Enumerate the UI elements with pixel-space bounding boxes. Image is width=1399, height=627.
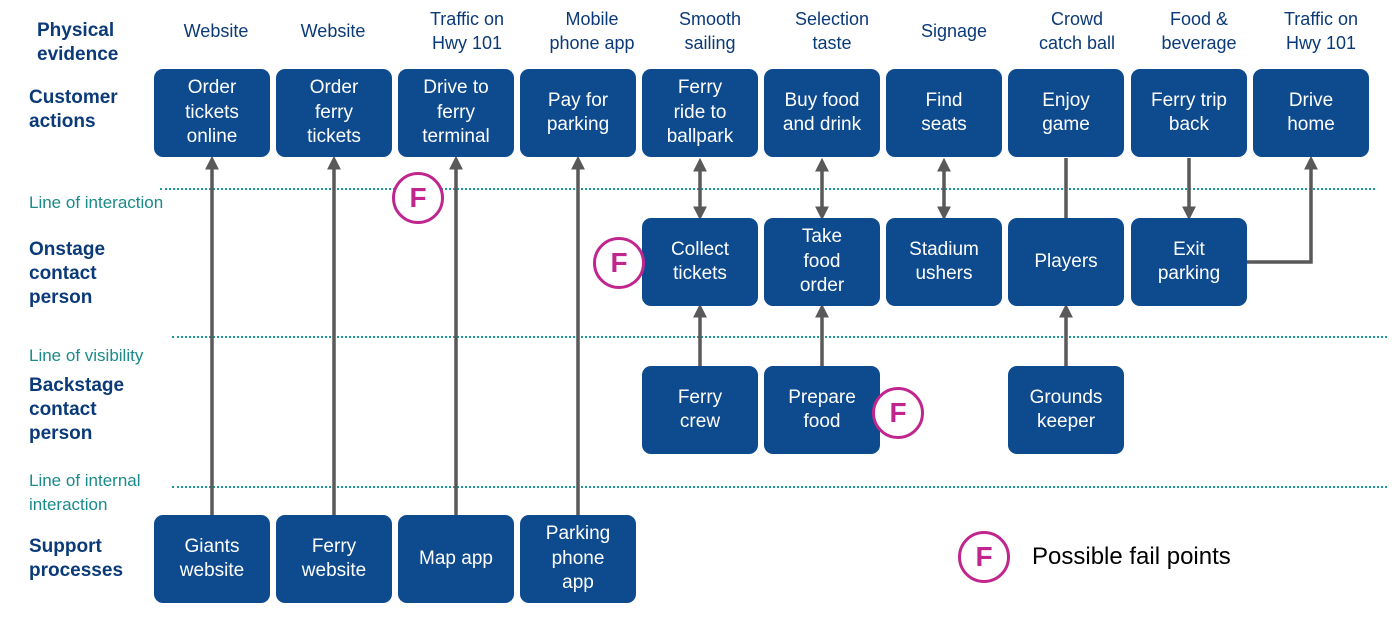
row-label-onstage: Onstage contact person — [29, 239, 106, 308]
evidence-6: Selection taste — [794, 9, 870, 53]
support-ferry-website: Ferry website — [276, 515, 392, 603]
fail-point-collect-tickets: F — [593, 237, 645, 289]
evidence-8: Crowd catch ball — [1038, 9, 1116, 53]
evidence-1: Website — [183, 21, 249, 41]
row-label-physical-evidence: Physical evidence — [37, 20, 119, 65]
line-of-internal-interaction — [172, 486, 1387, 488]
line-of-visibility — [172, 336, 1387, 338]
evidence-10: Traffic on Hwy 101 — [1283, 9, 1359, 53]
evidence-9: Food & beverage — [1161, 9, 1237, 53]
row-label-customer-actions: Customer actions — [29, 87, 118, 132]
onstage-exit-parking: Exit parking — [1131, 218, 1247, 306]
customer-action-pay-for-parking: Pay for parking — [520, 69, 636, 157]
legend-label: Possible fail points — [1032, 543, 1231, 570]
onstage-stadium-ushers: Stadium ushers — [886, 218, 1002, 306]
customer-action-buy-food: Buy food and drink — [764, 69, 880, 157]
onstage-players: Players — [1008, 218, 1124, 306]
legend-fail-icon: F — [958, 531, 1010, 583]
support-giants-website: Giants website — [154, 515, 270, 603]
customer-action-drive-home: Drive home — [1253, 69, 1369, 157]
support-map-app: Map app — [398, 515, 514, 603]
customer-action-ferry-trip-back: Ferry trip back — [1131, 69, 1247, 157]
customer-action-order-ferry-tickets: Order ferry tickets — [276, 69, 392, 157]
customer-action-enjoy-game: Enjoy game — [1008, 69, 1124, 157]
onstage-collect-tickets: Collect tickets — [642, 218, 758, 306]
row-label-backstage: Backstage contact person — [29, 375, 125, 444]
fail-point-prepare-food: F — [872, 387, 924, 439]
evidence-2: Website — [300, 21, 366, 41]
evidence-7: Signage — [920, 21, 988, 41]
backstage-prepare-food: Prepare food — [764, 366, 880, 454]
fail-point-drive-terminal: F — [392, 172, 444, 224]
customer-action-order-tickets-online: Order tickets online — [154, 69, 270, 157]
customer-action-drive-to-terminal: Drive to ferry terminal — [398, 69, 514, 157]
customer-action-find-seats: Find seats — [886, 69, 1002, 157]
support-parking-phone-app: Parking phone app — [520, 515, 636, 603]
line-of-internal-interaction-label: Line of internal interaction — [29, 471, 141, 514]
row-label-support: Support processes — [29, 536, 124, 581]
evidence-5: Smooth sailing — [678, 9, 742, 53]
evidence-3: Traffic on Hwy 101 — [429, 9, 505, 53]
line-of-visibility-label: Line of visibility — [29, 346, 144, 365]
evidence-4: Mobile phone app — [549, 9, 635, 53]
customer-action-ferry-ride: Ferry ride to ballpark — [642, 69, 758, 157]
arrow-exit-to-drive-home — [1247, 155, 1318, 264]
line-of-interaction — [160, 188, 1375, 190]
line-of-interaction-label: Line of interaction — [29, 193, 164, 212]
backstage-ferry-crew: Ferry crew — [642, 366, 758, 454]
backstage-grounds-keeper: Grounds keeper — [1008, 366, 1124, 454]
onstage-take-food-order: Take food order — [764, 218, 880, 306]
